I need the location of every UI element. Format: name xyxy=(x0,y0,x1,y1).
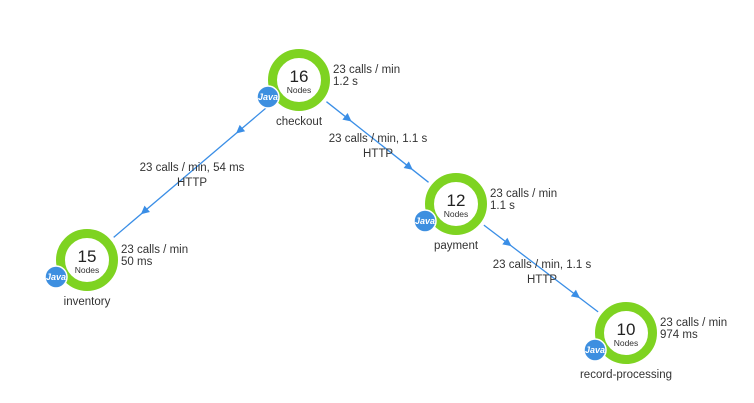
edge-arrowhead xyxy=(342,113,352,122)
node-count-unit: Nodes xyxy=(75,265,100,275)
health-ring[interactable] xyxy=(425,173,487,235)
edge-line[interactable] xyxy=(113,102,273,238)
edge-protocol-label: HTTP xyxy=(363,148,393,160)
node-calls-rate: 23 calls / min xyxy=(490,188,557,200)
node-count-unit: Nodes xyxy=(614,338,639,348)
node-latency: 50 ms xyxy=(121,256,153,268)
edge-protocol-label: HTTP xyxy=(527,274,557,286)
edge-arrowhead xyxy=(236,124,246,134)
java-badge-label: Java xyxy=(258,92,278,102)
service-name[interactable]: inventory xyxy=(64,296,111,308)
node-count: 16 xyxy=(290,67,309,86)
java-badge-circle xyxy=(256,85,280,109)
java-icon: Java xyxy=(256,85,280,109)
java-badge-circle xyxy=(413,209,437,233)
edge-checkout-to-inventory[interactable]: 23 calls / min, 54 ms HTTP xyxy=(113,102,273,238)
edge-payment-to-record-processing[interactable]: 23 calls / min, 1.1 s HTTP xyxy=(483,224,599,313)
node-calls-rate: 23 calls / min xyxy=(660,317,727,329)
edge-arrowhead xyxy=(570,289,581,299)
node-latency: 1.1 s xyxy=(490,200,515,212)
edge-arrowhead xyxy=(502,237,512,247)
java-badge-circle xyxy=(583,338,607,362)
service-name[interactable]: record-processing xyxy=(580,369,672,381)
node-count-unit: Nodes xyxy=(287,85,312,95)
edge-checkout-to-payment[interactable]: 23 calls / min, 1.1 s HTTP xyxy=(326,101,429,183)
java-badge-label: Java xyxy=(46,272,66,282)
java-badge-circle xyxy=(44,265,68,289)
edge-metrics-label: 23 calls / min, 1.1 s xyxy=(329,133,428,145)
edge-arrowhead xyxy=(140,205,150,215)
edge-protocol-label: HTTP xyxy=(177,177,207,189)
node-latency: 974 ms xyxy=(660,329,698,341)
java-badge-label: Java xyxy=(415,216,435,226)
java-icon: Java xyxy=(44,265,68,289)
node-calls-rate: 23 calls / min xyxy=(333,64,400,76)
java-icon: Java xyxy=(413,209,437,233)
java-icon: Java xyxy=(583,338,607,362)
node-latency: 1.2 s xyxy=(333,76,358,88)
node-count: 15 xyxy=(78,247,97,266)
health-ring[interactable] xyxy=(268,49,330,111)
node-calls-rate: 23 calls / min xyxy=(121,244,188,256)
edge-metrics-label: 23 calls / min, 1.1 s xyxy=(493,259,592,271)
service-name[interactable]: checkout xyxy=(276,116,323,128)
java-badge-label: Java xyxy=(585,345,605,355)
edge-arrowhead xyxy=(403,161,413,170)
health-ring[interactable] xyxy=(56,229,118,291)
edge-metrics-label: 23 calls / min, 54 ms xyxy=(140,162,245,174)
health-ring[interactable] xyxy=(595,302,657,364)
service-name[interactable]: payment xyxy=(434,240,479,252)
node-count: 10 xyxy=(617,320,636,339)
node-count-unit: Nodes xyxy=(444,209,469,219)
node-count: 12 xyxy=(447,191,466,210)
